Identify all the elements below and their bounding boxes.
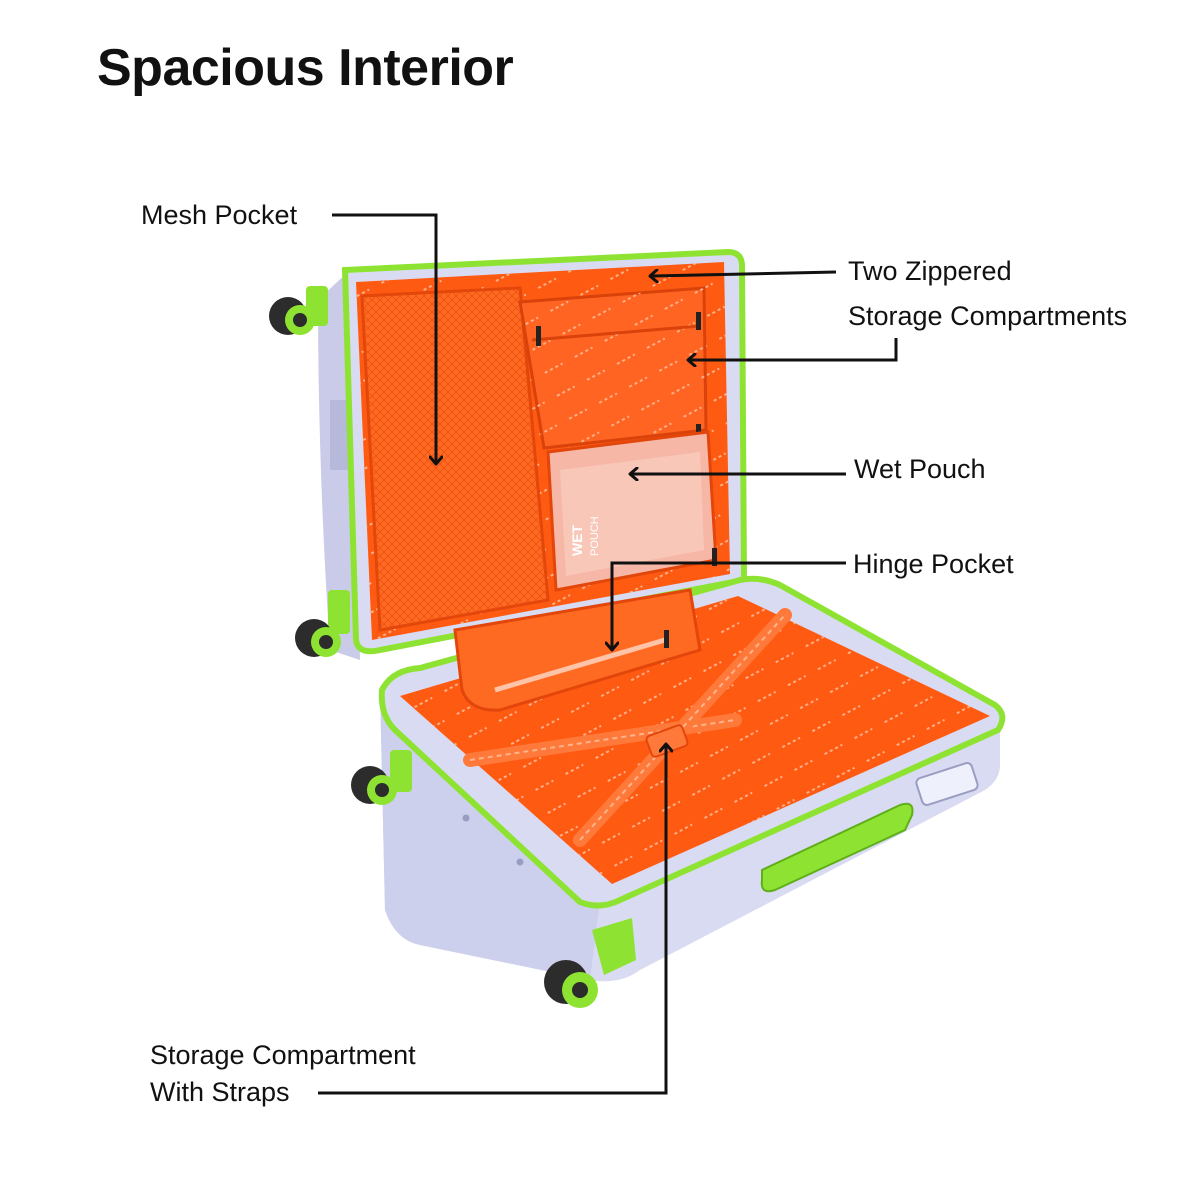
label-mesh-pocket: Mesh Pocket (141, 200, 298, 230)
zipper-pull-icon (712, 548, 717, 566)
label-hinge-pocket: Hinge Pocket (853, 549, 1014, 579)
label-straps-line2: With Straps (150, 1077, 290, 1107)
leader-lines (318, 213, 898, 1095)
label-zippered-line1: Two Zippered (848, 256, 1012, 286)
pouch-print-line2: POUCH (589, 516, 601, 556)
zipper-pull-icon (664, 630, 669, 648)
label-wet-pouch: Wet Pouch (854, 454, 986, 484)
wheel-mid-left (295, 590, 350, 657)
hinge-pocket (453, 588, 702, 712)
zipper-pull-icon (536, 326, 541, 346)
suitcase-base (378, 575, 1006, 982)
wheel-top-left (269, 286, 328, 335)
leader-straps (318, 746, 666, 1095)
wheel-bottom-front (544, 918, 636, 1008)
lock-icon (915, 762, 979, 806)
leader-mesh-pocket (332, 213, 436, 462)
label-straps-line1: Storage Compartment (150, 1040, 416, 1070)
page-title: Spacious Interior (97, 39, 514, 97)
leader-zippered-top (652, 272, 837, 276)
suitcase-lid: WET POUCH (318, 248, 748, 660)
side-handle (760, 802, 914, 893)
leader-zippered-bottom (690, 338, 898, 360)
pouch-print-line1: WET (569, 524, 585, 556)
label-zippered-line2: Storage Compartments (848, 301, 1128, 331)
zipper-pull-icon (696, 312, 701, 330)
wheel-lower-left (351, 750, 412, 805)
leader-hinge-pocket (612, 561, 846, 648)
